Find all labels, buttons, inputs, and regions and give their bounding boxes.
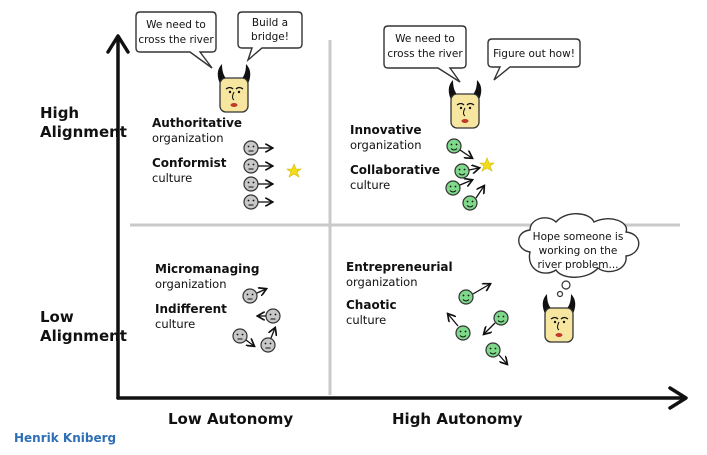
culture-label-line1: Chaotic	[346, 298, 397, 312]
quadrant-top-right: We need to cross the river Figure out ho…	[350, 25, 581, 211]
quadrant-top-left: We need to cross the river Build a bridg…	[135, 11, 303, 210]
org-label-line2: organization	[152, 131, 224, 145]
org-label-line1: Entrepreneurial	[346, 260, 453, 274]
org-label-line2: organization	[350, 138, 422, 152]
bubble-right-line2: bridge!	[251, 31, 289, 43]
x-high-label: High Autonomy	[392, 410, 523, 428]
grey-face-icon	[243, 176, 272, 192]
goal-star-icon	[286, 163, 302, 178]
culture-label-line1: Collaborative	[350, 163, 440, 177]
culture-label-line2: culture	[155, 317, 195, 331]
grey-face-icon	[243, 140, 272, 156]
leader-face-icon	[542, 294, 576, 343]
org-label-line1: Authoritative	[152, 116, 242, 130]
green-face-icon	[445, 180, 472, 196]
leader-face-icon	[448, 80, 482, 129]
culture-label-line2: culture	[152, 171, 192, 185]
x-low-label: Low Autonomy	[168, 410, 293, 428]
y-low-label-line1: Low	[40, 308, 74, 326]
green-face-icon	[448, 314, 471, 341]
grey-face-icon	[243, 158, 272, 174]
goal-star-icon	[479, 157, 495, 172]
grey-faces-group	[243, 140, 272, 210]
grey-faces-group	[232, 289, 281, 353]
grey-face-icon	[243, 194, 272, 210]
grey-face-icon	[242, 289, 266, 304]
culture-label-line1: Conformist	[152, 156, 227, 170]
y-low-label-line2: Alignment	[40, 327, 127, 345]
thought-line2: working on the	[539, 245, 618, 257]
quadrant-bottom-left: Micromanaging organization Indifferent c…	[155, 262, 281, 353]
thought-cloud	[518, 213, 640, 298]
green-face-icon	[454, 163, 479, 179]
leader-face-icon	[217, 64, 251, 113]
grey-face-icon	[260, 328, 275, 353]
org-label-line1: Micromanaging	[155, 262, 259, 276]
author-credit: Henrik Kniberg	[14, 431, 116, 445]
speech-bubble-left	[383, 25, 467, 83]
bubble-left-line1: We need to	[395, 33, 455, 45]
quadrant-bottom-right: Entrepreneurial organization Chaotic cul…	[346, 213, 640, 364]
thought-line1: Hope someone is	[533, 231, 624, 243]
org-label-line1: Innovative	[350, 123, 422, 137]
speech-bubble-right	[487, 38, 581, 81]
y-axis-arrowhead	[106, 34, 130, 54]
green-faces-group	[448, 284, 509, 364]
thought-line3: river problem...	[537, 259, 618, 271]
x-axis-arrowhead	[668, 386, 688, 410]
culture-label-line2: culture	[350, 178, 390, 192]
org-label-line2: organization	[155, 277, 227, 291]
org-label-line2: organization	[346, 275, 418, 289]
bubble-left-line1: We need to	[146, 19, 206, 31]
green-faces-group	[445, 138, 484, 211]
green-face-icon	[484, 310, 509, 334]
y-high-label-line1: High	[40, 104, 79, 122]
grey-face-icon	[258, 308, 281, 324]
speech-bubble-right	[237, 11, 303, 63]
green-face-icon	[462, 186, 484, 211]
green-face-icon	[485, 342, 507, 364]
bubble-left-line2: cross the river	[138, 34, 214, 46]
y-high-label-line2: Alignment	[40, 123, 127, 141]
culture-label-line1: Indifferent	[155, 302, 227, 316]
bubble-left-line2: cross the river	[387, 48, 463, 60]
green-face-icon	[458, 284, 490, 305]
speech-bubble-left	[135, 11, 217, 69]
grey-face-icon	[232, 328, 254, 346]
bubble-right-line1: Figure out how!	[493, 48, 575, 60]
green-face-icon	[446, 138, 472, 158]
culture-label-line2: culture	[346, 313, 386, 327]
bubble-right-line1: Build a	[252, 17, 288, 29]
